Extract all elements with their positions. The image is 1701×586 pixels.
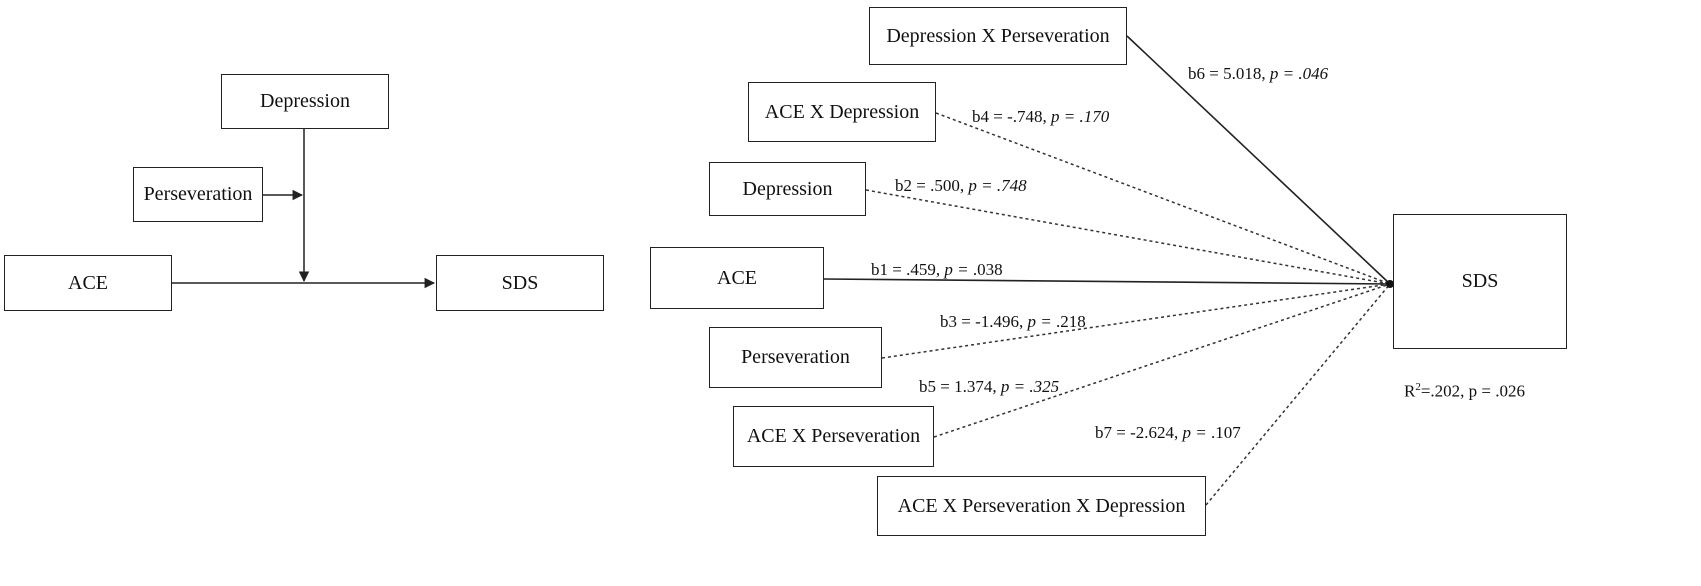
label-b4: b4 = -.748, p = .170: [972, 107, 1109, 127]
box-depression-x-perseveration: Depression X Perseveration: [869, 7, 1127, 65]
label-b7-p: p =: [1182, 423, 1211, 442]
box-ace-x-perseveration: ACE X Perseveration: [733, 406, 934, 467]
label-b4-coef: b4 = -.748,: [972, 107, 1051, 126]
label-b1: b1 = .459, p = .038: [871, 260, 1003, 280]
label-b5-p: p =: [1000, 377, 1030, 396]
left-box-sds: SDS: [436, 255, 604, 311]
label-b2: b2 = .500, p = .748: [895, 176, 1027, 196]
left-box-perseveration: Perseveration: [133, 167, 263, 222]
label-b3-pval: .218: [1055, 312, 1086, 331]
r-squared-label: R2=.202, p = .026: [1404, 377, 1525, 402]
path-b1: [823, 278, 1391, 285]
box-ace-x-perseveration-x-depression: ACE X Perseveration X Depression: [877, 476, 1206, 536]
label-b5: b5 = 1.374, p = .325: [919, 377, 1059, 397]
box-ace: ACE: [650, 247, 824, 309]
label-b6: b6 = 5.018, p = .046: [1188, 64, 1328, 84]
r2-text: =.202, p = .026: [1420, 381, 1526, 401]
label-b1-p: p =: [944, 260, 973, 279]
label-b5-coef: b5 = 1.374,: [919, 377, 1001, 396]
label-b2-pval: .748: [996, 176, 1027, 195]
path-b2: [865, 189, 1391, 285]
box-perseveration: Perseveration: [709, 327, 882, 388]
label-b3-p: p =: [1027, 312, 1056, 331]
path-b4: [935, 112, 1391, 285]
label-b4-p: p =: [1051, 107, 1080, 126]
label-b7-coef: b7 = -2.624,: [1095, 423, 1183, 442]
label-b6-coef: b6 = 5.018,: [1188, 64, 1270, 83]
label-b2-coef: b2 = .500,: [895, 176, 969, 195]
label-b3-coef: b3 = -1.496,: [940, 312, 1028, 331]
path-b6: [1126, 35, 1391, 285]
left-box-ace: ACE: [4, 255, 172, 311]
path-b5: [933, 283, 1391, 438]
label-b5-pval: .325: [1029, 377, 1060, 396]
convergence-point: [1386, 280, 1394, 288]
label-b6-pval: .046: [1298, 64, 1329, 83]
label-b4-pval: .170: [1079, 107, 1110, 126]
box-sds-outcome: SDS: [1393, 214, 1567, 349]
label-b1-pval: .038: [972, 260, 1003, 279]
label-b7: b7 = -2.624, p = .107: [1095, 423, 1241, 443]
path-b3: [881, 283, 1391, 359]
left-box-depression: Depression: [221, 74, 389, 129]
label-b6-p: p =: [1269, 64, 1299, 83]
r2-sup: 2: [1415, 381, 1421, 393]
r2-prefix: R: [1404, 381, 1416, 401]
label-b1-coef: b1 = .459,: [871, 260, 945, 279]
box-depression: Depression: [709, 162, 866, 216]
label-b3: b3 = -1.496, p = .218: [940, 312, 1086, 332]
box-ace-x-depression: ACE X Depression: [748, 82, 936, 142]
label-b7-pval: .107: [1210, 423, 1241, 442]
path-b7: [1205, 283, 1391, 506]
label-b2-p: p =: [968, 176, 997, 195]
